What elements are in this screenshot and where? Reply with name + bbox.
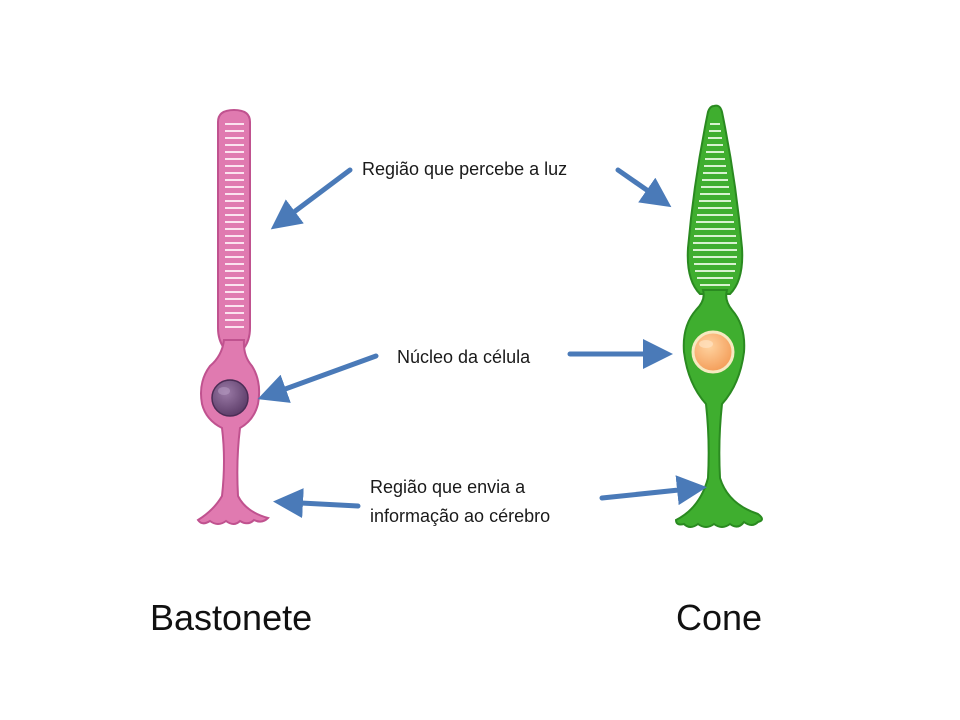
nucleus-label: Núcleo da célula xyxy=(397,347,531,367)
rod-name: Bastonete xyxy=(150,597,313,638)
output-region-label-line1: Região que envia a xyxy=(370,477,526,497)
rod-disc-stripes xyxy=(225,123,244,328)
cone-name: Cone xyxy=(676,597,763,638)
rod-cell xyxy=(196,108,270,525)
cone-outer-segment xyxy=(686,104,744,295)
arrow-nucleus-rod xyxy=(257,353,379,403)
output-region-label-line2: informação ao cérebro xyxy=(370,506,551,526)
rod-nucleus xyxy=(211,379,249,417)
pointer-arrows xyxy=(257,167,707,519)
cone-nucleus xyxy=(691,330,735,374)
cone-disc-stripes xyxy=(693,123,737,286)
arrow-output-region-rod xyxy=(273,488,361,519)
rod-cell-body xyxy=(196,339,270,525)
arrow-light-region-cone xyxy=(615,167,672,208)
light-region-label: Região que percebe a luz xyxy=(362,159,568,179)
arrow-output-region-cone xyxy=(599,475,707,506)
arrow-light-region-rod xyxy=(270,167,353,230)
cone-cell xyxy=(674,104,763,528)
